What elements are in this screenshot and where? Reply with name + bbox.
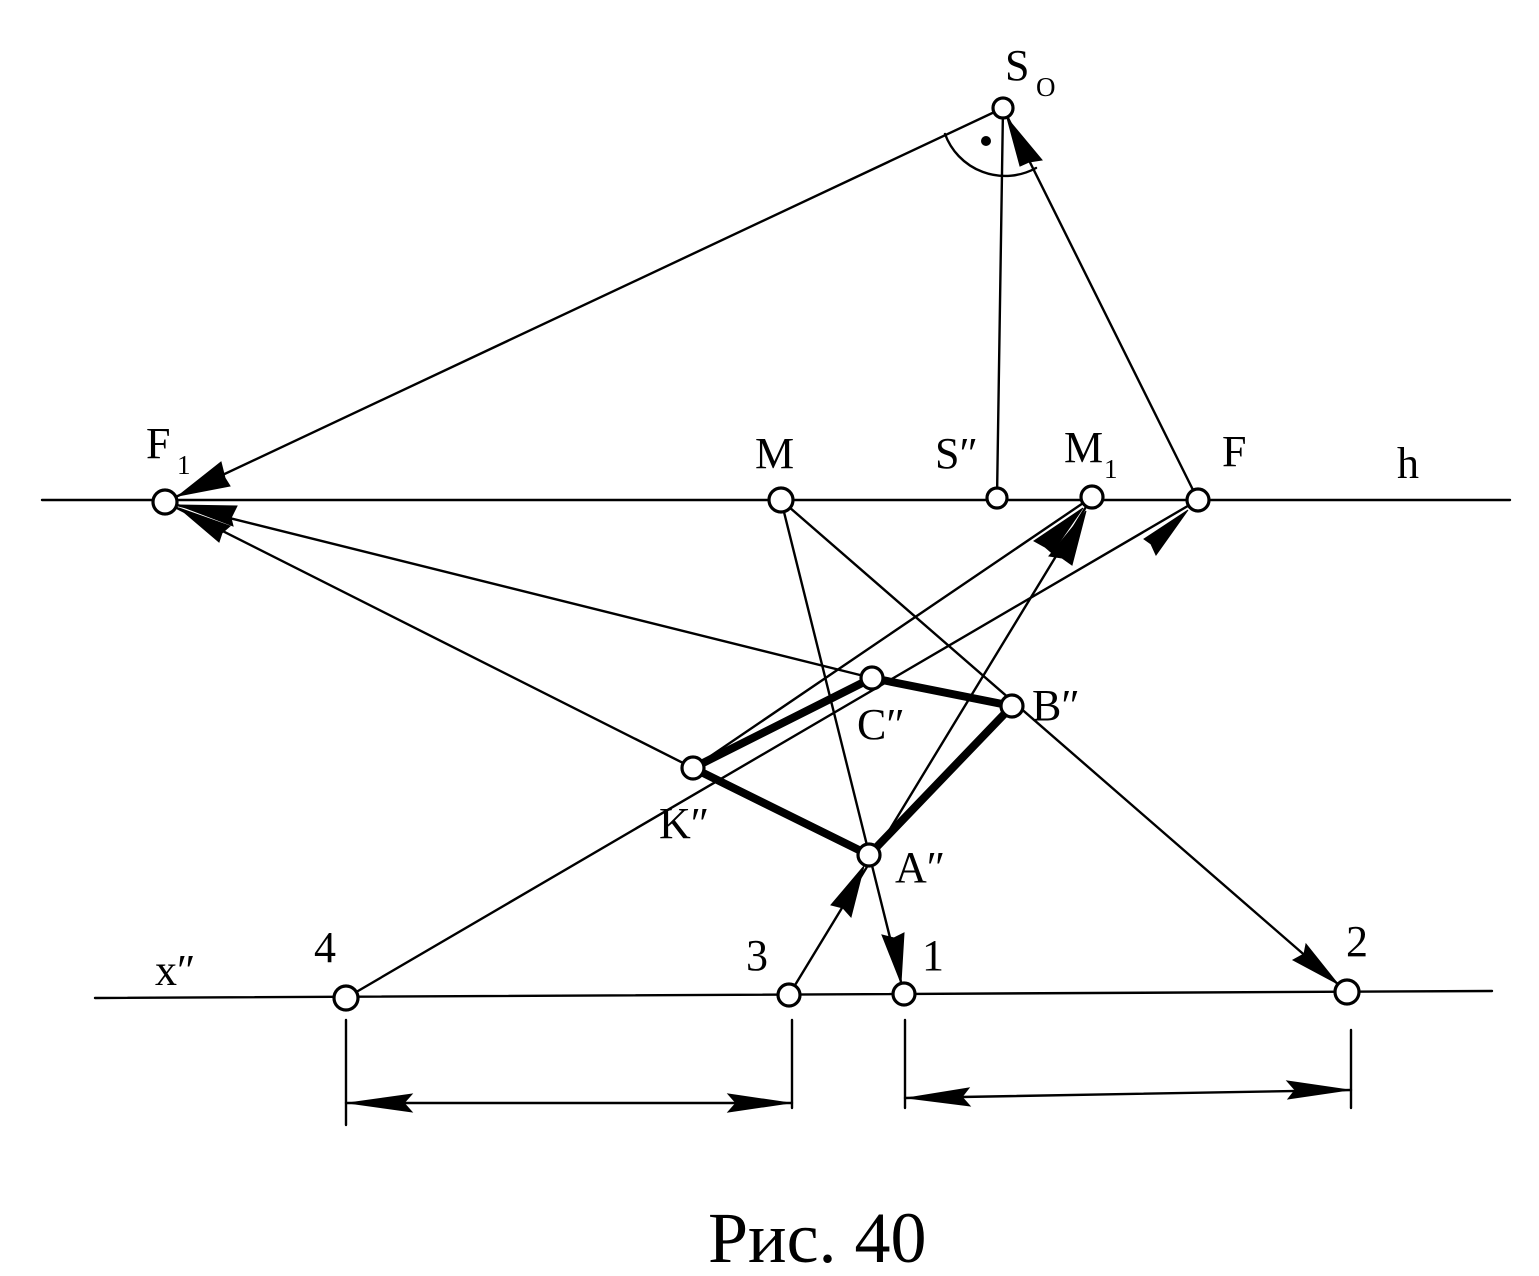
point-m — [767, 486, 795, 514]
label-s0-subscript: O — [1036, 72, 1056, 102]
arrowhead-m1-b — [1048, 510, 1087, 566]
dim-arrow-right-a — [906, 1087, 972, 1107]
line-k-m1 — [691, 495, 1094, 770]
line-c-f1 — [163, 500, 874, 680]
line-s0-s2 — [995, 106, 1005, 500]
point-a — [856, 842, 882, 868]
point-m1 — [1079, 484, 1105, 510]
line-m-p1 — [779, 498, 906, 996]
line-p3-m1 — [787, 495, 1094, 997]
line-p4-f — [344, 498, 1200, 1000]
angle-arc — [943, 132, 1038, 178]
dim-arrow-left-b — [726, 1093, 791, 1113]
point-c — [859, 665, 885, 691]
dim-arrow-left-a — [347, 1093, 414, 1113]
arrowhead-p2 — [1291, 942, 1339, 985]
label-c: C″ — [857, 700, 905, 749]
point-1 — [891, 981, 917, 1007]
arrowhead-f1-low — [178, 507, 231, 543]
angle-dot — [981, 136, 991, 146]
arrowhead-f1-mid — [177, 504, 238, 527]
arrowhead-m1-a — [1033, 507, 1084, 554]
label-f1-subscript: 1 — [177, 450, 191, 480]
label-m: M — [755, 429, 794, 478]
arrowhead-s0 — [1006, 117, 1043, 167]
label-m1-subscript: 1 — [1104, 454, 1118, 484]
label-3: 3 — [746, 931, 768, 980]
point-f — [1185, 487, 1211, 513]
arrowhead-f-right — [1143, 509, 1189, 556]
line-m-p2 — [779, 498, 1349, 994]
point-s0 — [991, 96, 1015, 120]
point-4 — [332, 984, 360, 1012]
point-2 — [1333, 978, 1361, 1006]
dim-arrow-right-b — [1285, 1080, 1350, 1100]
label-1: 1 — [922, 931, 944, 980]
arrowhead-p1 — [881, 932, 905, 984]
point-k — [680, 755, 706, 781]
label-s2: S″ — [935, 429, 978, 478]
label-b: B″ — [1032, 681, 1080, 730]
label-m1: M — [1064, 423, 1103, 472]
label-4: 4 — [314, 923, 336, 972]
arrowhead-a — [830, 865, 865, 919]
label-x: x″ — [155, 946, 195, 995]
label-a: A″ — [895, 843, 945, 892]
point-3 — [776, 982, 802, 1008]
point-s2 — [985, 486, 1009, 510]
label-f1: F — [146, 419, 170, 468]
line-s0-f1 — [163, 106, 1005, 504]
label-2: 2 — [1346, 917, 1368, 966]
label-f: F — [1222, 427, 1246, 476]
label-h: h — [1397, 439, 1419, 488]
figure-caption: Рис. 40 — [708, 1198, 927, 1276]
arrowhead-f1-top — [177, 461, 231, 497]
point-f1 — [151, 488, 179, 516]
point-b — [999, 693, 1025, 719]
label-k: K″ — [659, 799, 709, 848]
label-s0: S — [1005, 41, 1029, 90]
line-k-f1 — [163, 500, 695, 770]
line-s0-f — [1001, 106, 1200, 502]
dim-line-right — [903, 1088, 1353, 1100]
